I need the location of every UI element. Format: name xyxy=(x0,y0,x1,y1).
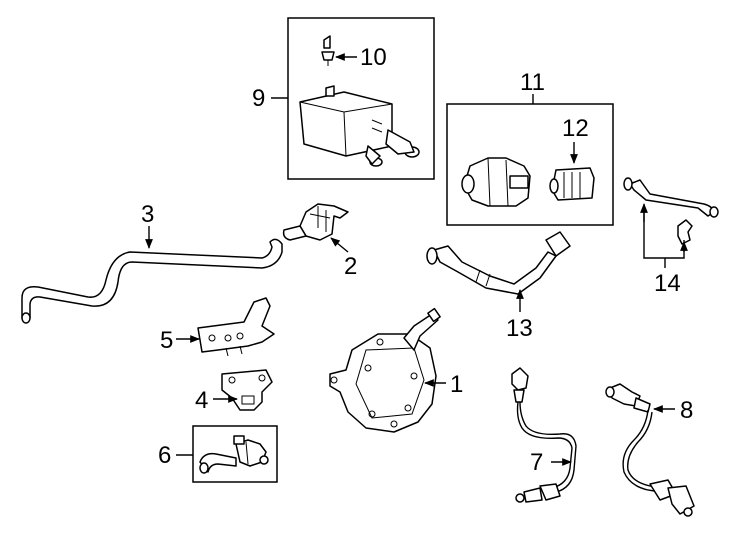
callout-label-3: 3 xyxy=(141,201,154,228)
callout-label-5: 5 xyxy=(160,327,173,354)
callout-label-1: 1 xyxy=(450,371,463,398)
callout-label-7: 7 xyxy=(530,449,543,476)
callout-3: 3 xyxy=(141,201,154,249)
callout-14: 14 xyxy=(640,203,688,297)
valve-part-11 xyxy=(461,157,531,207)
callout-label-4: 4 xyxy=(195,387,208,414)
valve-part-6 xyxy=(233,435,269,467)
callout-5: 5 xyxy=(160,327,200,354)
callout-12: 12 xyxy=(562,115,589,164)
callout-7: 7 xyxy=(530,449,572,476)
sensor-part-7 xyxy=(511,367,577,503)
box-part-6 xyxy=(192,425,278,483)
clip-part-10 xyxy=(321,35,335,66)
callout-label-9: 9 xyxy=(252,85,265,112)
valve-part-2 xyxy=(282,203,349,241)
callout-8: 8 xyxy=(653,397,693,424)
canister-part-9 xyxy=(299,85,420,167)
callout-label-10: 10 xyxy=(360,44,387,71)
pump-part-1 xyxy=(329,307,441,433)
callout-11: 11 xyxy=(520,69,545,104)
callout-4: 4 xyxy=(195,387,238,414)
sensor-part-4 xyxy=(221,369,273,411)
callout-label-11: 11 xyxy=(520,69,545,96)
callout-9: 9 xyxy=(252,85,288,112)
hose-part-14 xyxy=(623,177,719,218)
hose-part-13 xyxy=(426,231,571,295)
bracket-part-5 xyxy=(197,297,275,357)
callout-label-2: 2 xyxy=(344,253,357,280)
callout-label-8: 8 xyxy=(680,397,693,424)
sensor-part-8 xyxy=(605,383,695,517)
callout-label-12: 12 xyxy=(562,115,589,142)
callout-13: 13 xyxy=(506,289,533,342)
connector-part-12 xyxy=(549,167,595,201)
callout-10: 10 xyxy=(335,44,387,71)
callout-2: 2 xyxy=(330,237,357,280)
hose-part-3 xyxy=(21,238,283,324)
hose-part-6 xyxy=(199,452,237,474)
callout-6: 6 xyxy=(158,442,193,469)
clip-part-14 xyxy=(677,219,693,245)
callout-1: 1 xyxy=(424,371,463,398)
callout-label-14: 14 xyxy=(654,270,681,297)
box-part-11 xyxy=(446,103,614,226)
callout-label-13: 13 xyxy=(506,315,533,342)
callout-label-6: 6 xyxy=(158,442,171,469)
